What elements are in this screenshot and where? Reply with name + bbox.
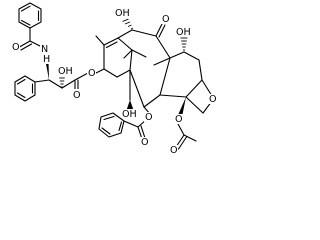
bond-c13-c14 (103, 68, 118, 78)
bond-c5-c4 (185, 79, 203, 98)
bond-c15-methyl-a (123, 49, 133, 59)
bond-acetate-methyl (183, 134, 197, 142)
bond-c14-c1 (116, 69, 131, 78)
bond-c12-methyl (95, 35, 105, 46)
label-ester-link-o: O (88, 68, 96, 79)
label-c4-acetate-carbonyl-o: O (170, 145, 178, 156)
label-c4-acetate-link-o: O (175, 114, 183, 125)
bond-c8-methyl (153, 57, 171, 66)
label-c1-oh: OH (122, 109, 137, 120)
bond-acetate-co-2 (177, 136, 188, 150)
phenyl-ring (14, 75, 36, 102)
bond-c3-c2 (48, 79, 63, 89)
wedge-c3-n (45, 61, 49, 80)
bond-c9-keto (155, 23, 163, 37)
bond-c5-o (201, 79, 213, 97)
label-c2-benzoate-link-o: O (145, 112, 153, 123)
bond-c7-c6 (183, 51, 200, 61)
bond-c11-c12 (103, 37, 119, 46)
label-c10-oh: OH (115, 8, 130, 19)
bond-c15-methyl-b (131, 49, 147, 58)
label-c2-benzoate-carbonyl-o: O (141, 137, 149, 148)
bond-c4-c3 (159, 94, 187, 98)
label-amide-h: H (43, 54, 50, 65)
bond-c1-c15 (129, 49, 133, 71)
label-ester-carbonyl-o: O (73, 90, 81, 101)
bond-benzoate-c-ring (123, 120, 139, 128)
bond-c9-keto-2 (158, 24, 166, 38)
bond-c8-c7 (169, 51, 185, 59)
bond-amide-co-double-2 (20, 43, 33, 51)
bond-acetate-o-c (177, 123, 185, 136)
bond-c11-c12-double (105, 41, 118, 49)
label-amide-n: N (41, 44, 48, 55)
benzoate-ring (98, 112, 125, 138)
bond-c2-c1 (61, 79, 76, 89)
bond-c15-c11 (117, 37, 133, 51)
label-c9-keto-o: O (162, 14, 170, 25)
bond-c11-c10 (117, 29, 133, 39)
bond-c3-c2 (143, 94, 161, 108)
wedge-c4-oac (178, 97, 186, 117)
bond-c8-c3 (159, 57, 171, 96)
wedge-c1-oh (126, 100, 134, 110)
bond-c2-c1 (129, 69, 145, 108)
molecule-figure: H N O OH O O OH O OH O OH O O O O (0, 0, 233, 163)
paclitaxel-structure: H N O OH O O OH O OH O OH O O O O (11, 2, 217, 156)
bond-c20-c4 (185, 96, 204, 114)
hash-c7-oh (180, 37, 188, 51)
hash-c10-oh (122, 18, 134, 30)
label-benzoyl-amide-o: O (12, 42, 20, 53)
label-oxetane-o: O (209, 94, 217, 105)
bond-amide-co-double (18, 40, 31, 48)
bond-benzoate-co-2 (140, 125, 146, 139)
bond-c3-phenyl (34, 79, 50, 83)
bond-c1-ester-o (74, 72, 89, 81)
benzoyl-amide-ring (18, 2, 42, 29)
label-side-chain-oh: OH (58, 66, 73, 77)
bond-c9-c8 (155, 35, 171, 59)
bond-c6-c5 (198, 59, 203, 81)
bond-c10-c9 (131, 29, 157, 37)
bond-ester-o-c13 (95, 68, 105, 74)
label-c7-oh: OH (176, 27, 191, 38)
